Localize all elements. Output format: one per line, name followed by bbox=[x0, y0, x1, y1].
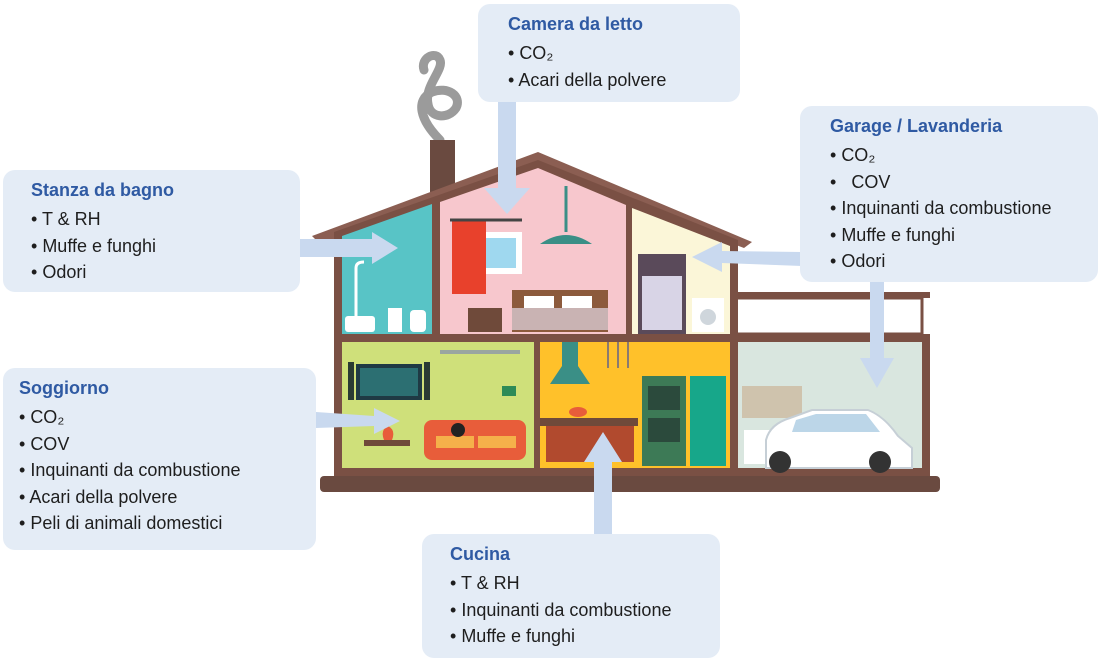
bathtub bbox=[345, 316, 375, 332]
thermostat bbox=[502, 386, 516, 396]
wardrobe-inside bbox=[642, 276, 682, 330]
arrow-bathroom bbox=[300, 232, 398, 264]
arrow-bedroom bbox=[484, 100, 530, 214]
pollutant-item: Acari della polvere bbox=[508, 67, 726, 94]
upper-floor bbox=[334, 334, 738, 342]
pollutant-item: Inquinanti da combustione bbox=[830, 195, 1094, 222]
pollutant-item: CO₂ bbox=[508, 40, 726, 67]
range-hood bbox=[550, 342, 590, 384]
callout-bathroom: Stanza da bagno T & RH Muffe e funghi Od… bbox=[3, 170, 300, 292]
side-table bbox=[364, 440, 410, 446]
washer-door bbox=[700, 309, 716, 325]
arrow-garage-down bbox=[860, 280, 894, 388]
callout-title: Garage / Lavanderia bbox=[830, 116, 1003, 136]
pollutant-item: Odori bbox=[830, 248, 1094, 275]
pollutant-item: Acari della polvere bbox=[19, 484, 302, 511]
car-wheel bbox=[769, 451, 791, 473]
ground bbox=[320, 476, 940, 492]
car-window bbox=[792, 414, 880, 432]
window-glass bbox=[486, 238, 516, 268]
pollutant-list: T & RH Muffe e funghi Odori bbox=[31, 206, 286, 286]
shower-head bbox=[354, 260, 365, 316]
sofa-cushion bbox=[478, 436, 516, 448]
refrigerator bbox=[690, 376, 726, 466]
callout-living-room: Soggiorno CO₂ COV Inquinanti da combusti… bbox=[3, 368, 316, 550]
vase bbox=[382, 426, 394, 440]
toilet bbox=[410, 310, 426, 332]
pollutant-item: T & RH bbox=[450, 570, 706, 597]
bed-mattress bbox=[512, 308, 608, 330]
pollutant-item: CO₂ bbox=[830, 142, 1094, 169]
sink bbox=[388, 308, 402, 332]
pollutant-item: COV bbox=[19, 431, 302, 458]
pot bbox=[569, 407, 587, 417]
pollutant-item: Peli di animali domestici bbox=[19, 510, 302, 537]
tv-screen bbox=[360, 368, 418, 396]
pollutant-list: CO₂ Acari della polvere bbox=[508, 40, 726, 93]
pollutant-item: COV bbox=[830, 169, 1094, 196]
pegboard bbox=[742, 386, 802, 418]
callout-title: Cucina bbox=[450, 544, 511, 564]
curtain bbox=[452, 220, 486, 294]
bed-pillow bbox=[524, 296, 554, 308]
arrow-kitchen bbox=[584, 432, 622, 536]
pollutant-item: Inquinanti da combustione bbox=[450, 597, 706, 624]
garage-roof bbox=[730, 292, 930, 298]
pollutant-list: CO₂ COV Inquinanti da combustione Muffe … bbox=[830, 142, 1094, 275]
pollutant-list: CO₂ COV Inquinanti da combustione Acari … bbox=[19, 404, 302, 537]
sofa-cushion bbox=[436, 436, 474, 448]
car-wheel bbox=[869, 451, 891, 473]
pollutant-item: Muffe e funghi bbox=[31, 233, 286, 260]
chimney-smoke bbox=[417, 51, 462, 145]
arrow-living bbox=[316, 408, 400, 434]
cat bbox=[451, 423, 465, 437]
callout-garage: Garage / Lavanderia CO₂ COV Inquinanti d… bbox=[800, 106, 1098, 282]
pollutant-item: Muffe e funghi bbox=[830, 222, 1094, 249]
speaker bbox=[424, 362, 430, 400]
callout-bedroom: Camera da letto CO₂ Acari della polvere bbox=[478, 4, 740, 102]
bathroom-room bbox=[342, 204, 432, 334]
balcony-rail bbox=[734, 296, 924, 336]
callout-title: Camera da letto bbox=[508, 14, 644, 34]
pollutant-item: T & RH bbox=[31, 206, 286, 233]
nightstand bbox=[468, 308, 502, 332]
speaker bbox=[348, 362, 354, 400]
bed-pillow bbox=[562, 296, 592, 308]
arrow-garage bbox=[692, 242, 802, 272]
pollutant-list: T & RH Inquinanti da combustione Muffe e… bbox=[450, 570, 706, 650]
sofa bbox=[424, 420, 526, 460]
oven-window bbox=[648, 386, 680, 410]
pollutant-item: CO₂ bbox=[19, 404, 302, 431]
callout-kitchen: Cucina T & RH Inquinanti da combustione … bbox=[422, 534, 720, 658]
ceiling-lamp bbox=[540, 235, 592, 244]
kitchen-counter bbox=[540, 418, 638, 426]
oven-window bbox=[648, 418, 680, 442]
pollutant-item: Muffe e funghi bbox=[450, 623, 706, 650]
pollutant-item: Inquinanti da combustione bbox=[19, 457, 302, 484]
pollutant-item: Odori bbox=[31, 259, 286, 286]
ceiling-fan bbox=[440, 350, 520, 354]
callout-title: Soggiorno bbox=[19, 378, 109, 398]
callout-title: Stanza da bagno bbox=[31, 180, 175, 200]
